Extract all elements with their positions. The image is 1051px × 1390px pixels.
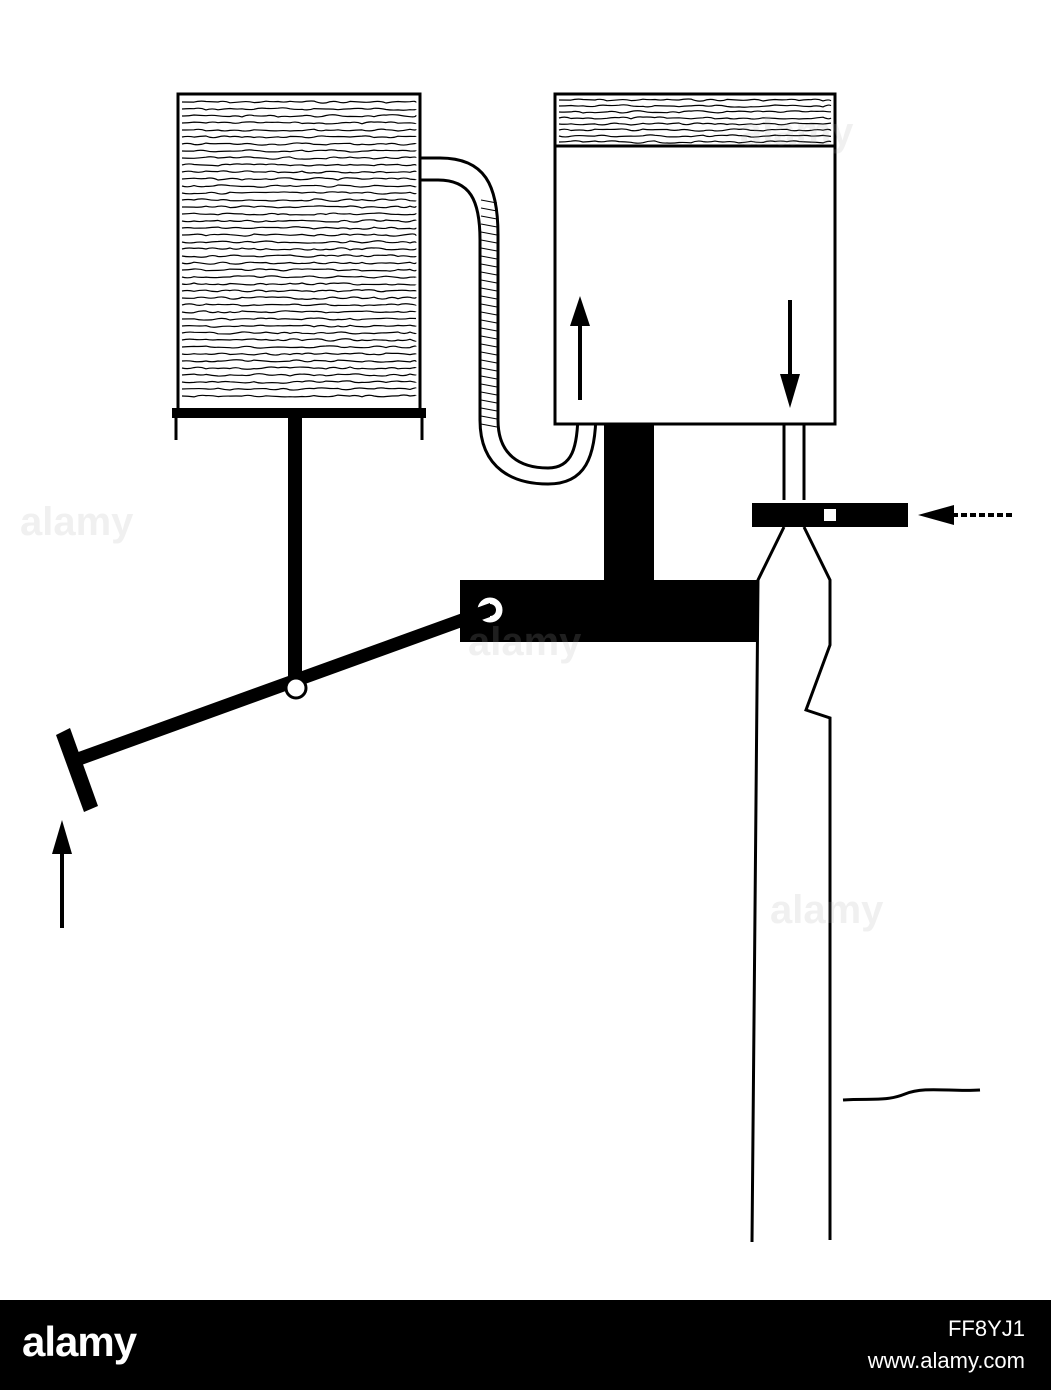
- handle-grip: [56, 728, 98, 812]
- up-arrow-icon: [52, 820, 72, 928]
- water-level-line: [842, 1088, 981, 1102]
- valve-assembly: [750, 424, 908, 1243]
- up-arrow-icon: [570, 296, 590, 400]
- site-url: www.alamy.com: [867, 1348, 1025, 1373]
- piston-rod: [288, 418, 302, 688]
- down-arrow-icon: [780, 300, 800, 408]
- left-arrow-icon: [918, 505, 1012, 525]
- connecting-hose: [420, 156, 598, 486]
- image-id: FF8YJ1: [947, 1316, 1025, 1341]
- left-tank-liquid: [181, 100, 417, 398]
- stock-footer-bar: alamy FF8YJ1 www.alamy.com: [0, 1300, 1051, 1390]
- left-tank: [172, 92, 426, 440]
- central-t-block: [460, 425, 758, 642]
- pump-mechanism-diagram: [52, 92, 1012, 1243]
- lever-arm: [56, 603, 490, 812]
- right-tank-liquid: [558, 98, 832, 144]
- left-tank-base: [172, 408, 426, 418]
- alamy-logo: alamy: [22, 1318, 137, 1365]
